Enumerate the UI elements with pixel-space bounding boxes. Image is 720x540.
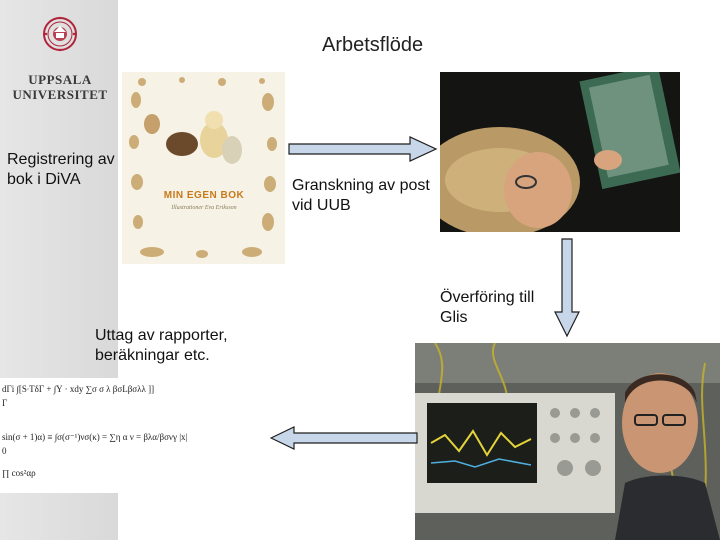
book-subtitle: Illustrationer Eva Eriksson xyxy=(171,205,237,211)
slide-title: Arbetsflöde xyxy=(322,34,424,56)
reviewer-photo xyxy=(440,72,680,232)
equation-line-3: sin(σ + 1)α) ≡ ∫σ(σ⁻¹)νσ(κ) = ∑η α ν = β… xyxy=(2,432,188,442)
logo-text-line1: UPPSALA xyxy=(28,72,92,87)
arrow-right-icon xyxy=(288,136,438,162)
label-granskning: Granskning av post vid UUB xyxy=(292,177,430,214)
equation-line-2: Γ xyxy=(2,398,8,408)
reviewer-illustration xyxy=(440,72,680,232)
arrow-down-icon xyxy=(554,238,580,338)
arrow-left-icon xyxy=(270,426,418,450)
label-overforing: Överföring till Glis xyxy=(440,289,535,326)
equations-image: dΓi ∫[S∙TδΓ + ∫Υ · xdy ∑σ σ λ βσLβσλλ ]]… xyxy=(0,378,282,493)
book-cover-image: MIN EGEN BOK Illustrationer Eva Eriksson xyxy=(122,72,285,264)
equation-line-1: dΓi ∫[S∙TδΓ + ∫Υ · xdy ∑σ σ λ βσLβσλλ ]] xyxy=(2,384,155,394)
label-registrering: Registrering av bok i DiVA xyxy=(7,151,115,188)
equation-line-4: 0 xyxy=(2,446,7,456)
label-uttag: Uttag av rapporter, beräkningar etc. xyxy=(95,327,228,364)
logo-text-line2: UNIVERSITET xyxy=(12,87,108,102)
technician-illustration xyxy=(415,343,720,540)
university-seal-icon xyxy=(43,16,77,52)
university-logo: UPPSALA UNIVERSITET xyxy=(10,10,110,110)
book-illustration xyxy=(122,72,285,264)
technician-photo xyxy=(415,343,720,540)
equation-line-5: ∏ cos²αρ xyxy=(2,468,36,478)
book-title: MIN EGEN BOK xyxy=(163,190,245,201)
